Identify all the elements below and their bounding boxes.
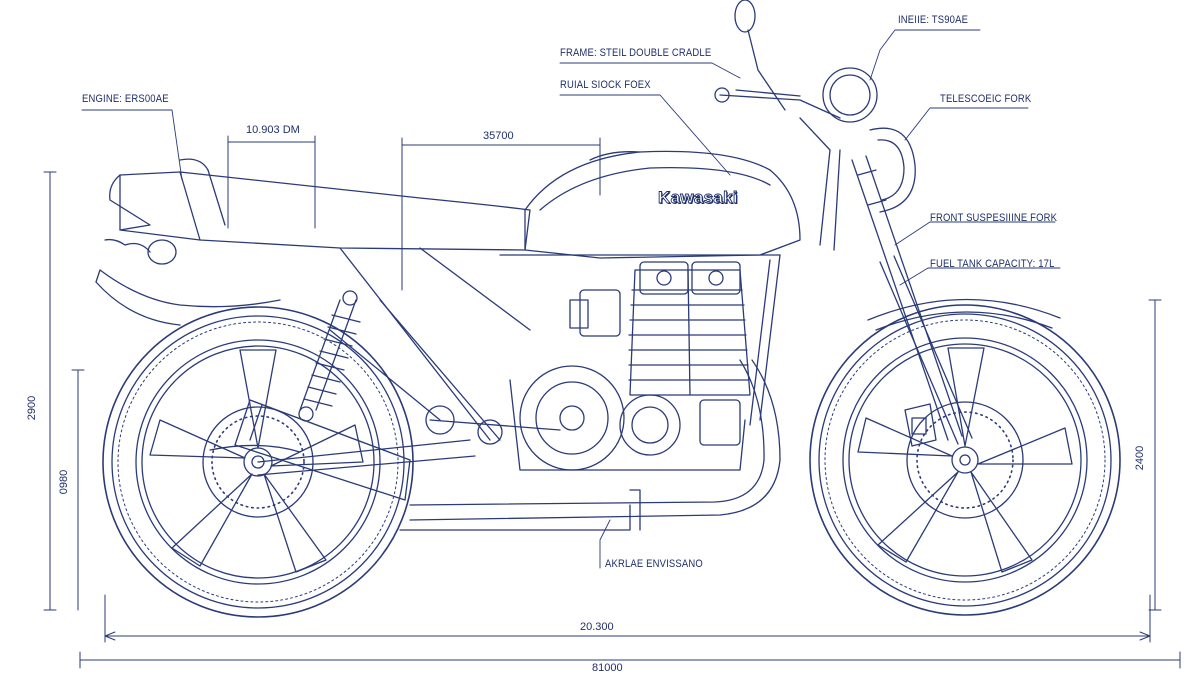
- dim-right: 2400: [1134, 445, 1147, 471]
- headlight-assembly: [714, 0, 916, 213]
- dim-wheelbase: 20.300: [580, 621, 614, 633]
- exhaust: [234, 359, 781, 531]
- label-fuel-tank: FUEL TANK CAPACITY: 17L: [930, 258, 1055, 270]
- label-rear-shock: RUIAL SIOCK FOEX: [560, 79, 651, 91]
- rear-shock: [298, 290, 361, 422]
- dim-overall-length: 81000: [592, 662, 623, 674]
- label-top-right: INEIIE: TS90AE: [898, 14, 969, 26]
- dim-left-overall: 2900: [26, 395, 39, 421]
- label-front-suspension: FRONT SUSPESIIINE FORK: [930, 212, 1058, 224]
- leader-lines: [81, 29, 1061, 569]
- front-wheel: [809, 304, 1121, 616]
- rear-wheel: [102, 306, 414, 618]
- dim-left-lower: 0980: [58, 469, 71, 495]
- swingarm: [209, 439, 476, 476]
- engine: [425, 261, 751, 471]
- fuel-tank: [524, 150, 801, 259]
- label-engine: ENGINE: ERS00AE: [82, 93, 169, 105]
- seat: [104, 158, 531, 253]
- rear-fender: [95, 239, 281, 326]
- front-fork: [819, 149, 1061, 445]
- label-exhaust: AKRLAE ENVISSANO: [605, 558, 703, 570]
- dim-tank: 35700: [483, 130, 514, 142]
- label-telescopic-fork: TELESCOEIC FORK: [940, 93, 1032, 105]
- label-frame: FRAME: STEIL DOUBLE CRADLE: [560, 47, 712, 59]
- dim-seat: 10.903 DM: [246, 124, 300, 136]
- brand-logo: Kawasaki: [658, 188, 739, 208]
- frame: [329, 247, 781, 441]
- dimension-lines: [43, 135, 1181, 669]
